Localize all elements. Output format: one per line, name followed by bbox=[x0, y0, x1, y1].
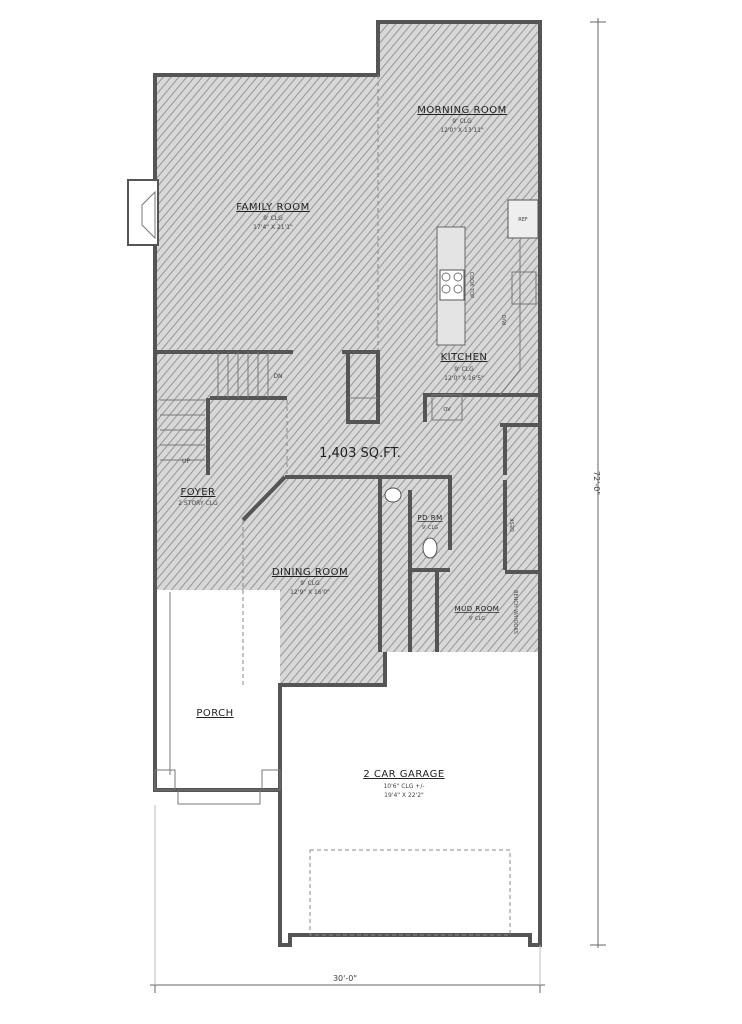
svg-text:FAMILY ROOM: FAMILY ROOM bbox=[236, 202, 310, 213]
room-mud: MUD ROOM 9' CLG bbox=[455, 605, 500, 622]
room-foyer: FOYER 2 STORY CLG bbox=[178, 487, 218, 507]
exterior-wall bbox=[153, 20, 542, 947]
stairs-up-label: UP bbox=[182, 458, 190, 465]
kitchen-sink bbox=[511, 271, 537, 305]
svg-text:9' CLG: 9' CLG bbox=[422, 525, 438, 531]
svg-text:FOYER: FOYER bbox=[181, 487, 216, 498]
svg-text:DINING ROOM: DINING ROOM bbox=[272, 567, 348, 578]
svg-text:9' CLG: 9' CLG bbox=[452, 118, 472, 125]
bench-label: BENCH W/HOOKS bbox=[512, 590, 518, 634]
dishwasher-label: D/W bbox=[500, 315, 506, 326]
svg-text:12'0" X 16'5": 12'0" X 16'5" bbox=[444, 375, 484, 382]
dining-wall bbox=[285, 475, 452, 550]
svg-text:9' CLG: 9' CLG bbox=[300, 580, 320, 587]
svg-text:2 STORY CLG: 2 STORY CLG bbox=[178, 500, 218, 507]
cooktop bbox=[439, 269, 465, 301]
pantry-wall bbox=[342, 350, 380, 424]
room-garage: 2 CAR GARAGE 10'6" CLG +/- 19'4" X 22'2" bbox=[363, 769, 444, 799]
svg-text:9' CLG: 9' CLG bbox=[263, 215, 283, 222]
svg-text:17'4" X 21'1": 17'4" X 21'1" bbox=[253, 224, 293, 231]
svg-text:MUD ROOM: MUD ROOM bbox=[455, 605, 500, 613]
room-kitchen: KITCHEN 9' CLG 12'0" X 16'5" bbox=[441, 352, 488, 382]
svg-text:19'4" X 22'2": 19'4" X 22'2" bbox=[384, 792, 424, 799]
oven-label: OV bbox=[443, 407, 451, 413]
svg-text:KITCHEN: KITCHEN bbox=[441, 352, 488, 363]
svg-text:9' CLG: 9' CLG bbox=[469, 616, 485, 622]
room-morning: MORNING ROOM 9' CLG 12'0" X 13'11" bbox=[417, 105, 507, 134]
room-dining: DINING ROOM 9' CLG 12'9" X 16'0" bbox=[272, 567, 348, 596]
svg-text:MORNING ROOM: MORNING ROOM bbox=[417, 105, 507, 116]
room-porch: PORCH bbox=[196, 708, 233, 719]
fireplace bbox=[127, 179, 159, 246]
porch-column-left bbox=[154, 769, 176, 791]
oven bbox=[431, 394, 463, 421]
ref-label: REF bbox=[518, 217, 528, 223]
svg-text:2 CAR GARAGE: 2 CAR GARAGE bbox=[363, 769, 444, 780]
dimension-depth-label: 72'-0" bbox=[592, 471, 601, 495]
refrigerator bbox=[507, 199, 539, 239]
porch-wall bbox=[153, 590, 280, 792]
total-area: 1,403 SQ.FT. bbox=[319, 446, 401, 461]
svg-text:PD RM: PD RM bbox=[417, 514, 442, 522]
room-family: FAMILY ROOM 9' CLG 17'4" X 21'1" bbox=[236, 202, 310, 231]
dining-angle-wall bbox=[241, 475, 287, 522]
desk-label: DESK bbox=[510, 518, 516, 532]
dimension-depth bbox=[590, 18, 606, 948]
powder-room-sink bbox=[384, 487, 402, 503]
svg-text:9' CLG: 9' CLG bbox=[454, 366, 474, 373]
svg-text:12'0" X 13'11": 12'0" X 13'11" bbox=[440, 127, 484, 134]
cooktop-label: COOK TOP bbox=[468, 272, 474, 298]
kitchen-counter bbox=[499, 240, 521, 396]
porch-step bbox=[177, 789, 261, 805]
garage-door bbox=[309, 849, 511, 936]
svg-text:10'6" CLG +/-: 10'6" CLG +/- bbox=[383, 783, 424, 790]
porch-column-right bbox=[261, 769, 281, 791]
fireplace-hearth bbox=[141, 190, 156, 240]
dimension-width bbox=[150, 805, 545, 993]
stairs-down-label: DN bbox=[273, 373, 282, 380]
room-powder: PD RM 9' CLG bbox=[417, 514, 442, 531]
dimension-width-label: 30'-0" bbox=[333, 974, 357, 983]
toilet bbox=[422, 537, 438, 559]
staircase bbox=[160, 352, 269, 461]
svg-text:12'9" X 16'0": 12'9" X 16'0" bbox=[290, 589, 330, 596]
